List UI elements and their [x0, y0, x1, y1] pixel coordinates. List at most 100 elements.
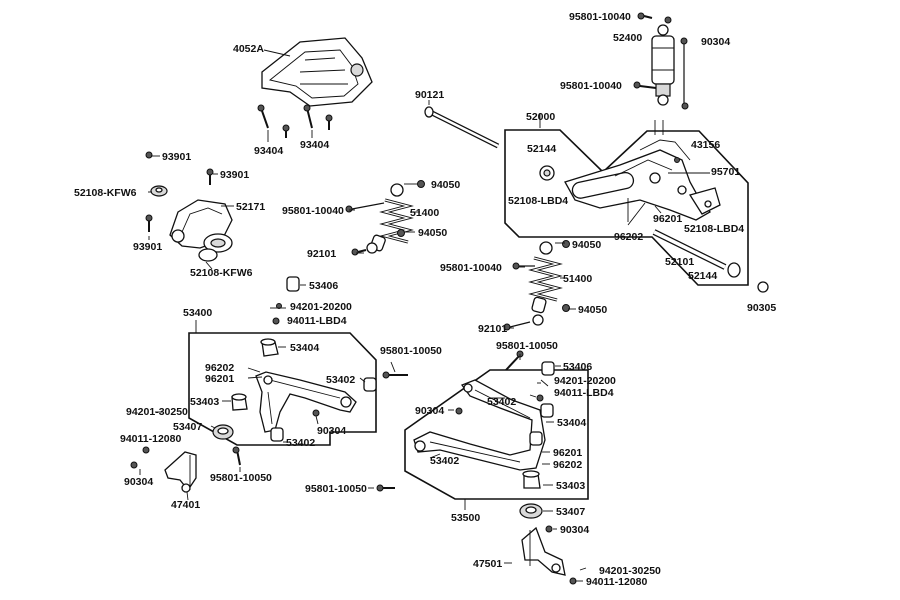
bolt-icon	[376, 350, 577, 585]
bolt-icon	[633, 12, 689, 110]
label-90304: 90304	[415, 405, 444, 417]
label-93901: 93901	[220, 169, 249, 181]
label-52000: 52000	[526, 111, 555, 123]
label-95801-10050: 95801-10050	[305, 483, 367, 495]
steering-knuckle-part	[521, 526, 566, 576]
label-96202: 96202	[553, 459, 582, 471]
front-shock-part	[366, 183, 414, 254]
bushing-icon	[286, 276, 300, 292]
bolt-icon	[145, 151, 214, 232]
label-53403: 53403	[556, 480, 585, 492]
label-94050: 94050	[572, 239, 601, 251]
label-94201-30250: 94201-30250	[126, 406, 188, 418]
label-52144: 52144	[527, 143, 556, 155]
label-53406: 53406	[563, 361, 592, 373]
label-51400: 51400	[563, 273, 592, 285]
label-93404: 93404	[254, 145, 283, 157]
label-90304: 90304	[317, 425, 346, 437]
label-93901: 93901	[133, 241, 162, 253]
label-96201: 96201	[205, 373, 234, 385]
label-94201-20200: 94201-20200	[290, 301, 352, 313]
bolt-icon	[257, 104, 333, 138]
steering-knuckle-part	[164, 451, 197, 493]
nut-icon	[503, 240, 570, 331]
label-95801-10050: 95801-10050	[380, 345, 442, 357]
label-53407: 53407	[556, 506, 585, 518]
label-52171: 52171	[236, 201, 265, 213]
label-53407: 53407	[173, 421, 202, 433]
label-52108-lbd4: 52108-LBD4	[684, 223, 744, 235]
label-92101: 92101	[307, 248, 336, 260]
label-53402: 53402	[430, 455, 459, 467]
label-47501: 47501	[473, 558, 502, 570]
label-94011-lbd4: 94011-LBD4	[287, 315, 347, 327]
swingarm-assembly-frame	[504, 129, 749, 286]
label-53403: 53403	[190, 396, 219, 408]
label-53402: 53402	[286, 437, 315, 449]
upper-a-arm-part	[255, 371, 357, 433]
label-53402: 53402	[326, 374, 355, 386]
label-51400: 51400	[410, 207, 439, 219]
lower-arm-assembly-frame	[404, 369, 589, 500]
label-94050: 94050	[418, 227, 447, 239]
rear-shock-part	[651, 24, 675, 106]
label-43156: 43156	[691, 139, 720, 151]
label-47401: 47401	[171, 499, 200, 511]
label-93901: 93901	[162, 151, 191, 163]
label-4052a: 4052A	[233, 43, 264, 55]
label-53404: 53404	[557, 417, 586, 429]
label-96202: 96202	[205, 362, 234, 374]
label-95801-10040: 95801-10040	[282, 205, 344, 217]
label-94011-lbd4: 94011-LBD4	[554, 387, 614, 399]
label-52101: 52101	[665, 256, 694, 268]
cover-tray-part	[261, 37, 373, 107]
swingarm-part	[564, 139, 721, 221]
bracket-part	[169, 199, 233, 262]
label-94011-12080: 94011-12080	[120, 433, 181, 445]
pivot-pipe-part	[652, 229, 741, 278]
label-95801-10040: 95801-10040	[440, 262, 502, 274]
washer-icon	[150, 185, 168, 197]
label-90304: 90304	[124, 476, 153, 488]
label-52144: 52144	[688, 270, 717, 282]
label-92101: 92101	[478, 323, 507, 335]
label-52108-lbd4: 52108-LBD4	[508, 195, 568, 207]
label-95801-10040: 95801-10040	[560, 80, 622, 92]
label-90304: 90304	[560, 524, 589, 536]
label-53500: 53500	[451, 512, 480, 524]
label-94050: 94050	[578, 304, 607, 316]
label-90121: 90121	[415, 89, 444, 101]
label-90305: 90305	[747, 302, 776, 314]
label-90304: 90304	[701, 36, 730, 48]
label-52400: 52400	[613, 32, 642, 44]
label-95801-10050: 95801-10050	[496, 340, 558, 352]
label-93404: 93404	[300, 139, 329, 151]
bolt-icon	[272, 303, 282, 325]
leader-lines	[139, 113, 587, 582]
label-53400: 53400	[183, 307, 212, 319]
lower-a-arm-part	[413, 379, 546, 471]
label-96201: 96201	[653, 213, 682, 225]
label-52108-kfw6: 52108-KFW6	[190, 267, 253, 279]
label-94201-20200: 94201-20200	[554, 375, 616, 387]
label-53402: 53402	[487, 396, 516, 408]
label-94011-12080: 94011-12080	[586, 576, 647, 588]
label-96202: 96202	[614, 231, 643, 243]
label-95701: 95701	[711, 166, 740, 178]
bolt-icon	[130, 371, 408, 469]
upper-arm-assembly-frame	[188, 332, 377, 446]
label-94201-30250: 94201-30250	[599, 565, 661, 577]
label-94050: 94050	[431, 179, 460, 191]
label-52108-kfw6: 52108-KFW6	[74, 187, 137, 199]
bushing-icon	[539, 165, 555, 181]
front-shock-part	[528, 241, 563, 326]
label-95801-10050: 95801-10050	[210, 472, 272, 484]
bushing-icon	[519, 361, 555, 519]
label-53406: 53406	[309, 280, 338, 292]
label-96201: 96201	[553, 447, 582, 459]
label-95801-10040: 95801-10040	[569, 11, 631, 23]
label-53404: 53404	[290, 342, 319, 354]
bushing-icon	[212, 338, 377, 442]
long-bolt-part	[424, 106, 500, 149]
